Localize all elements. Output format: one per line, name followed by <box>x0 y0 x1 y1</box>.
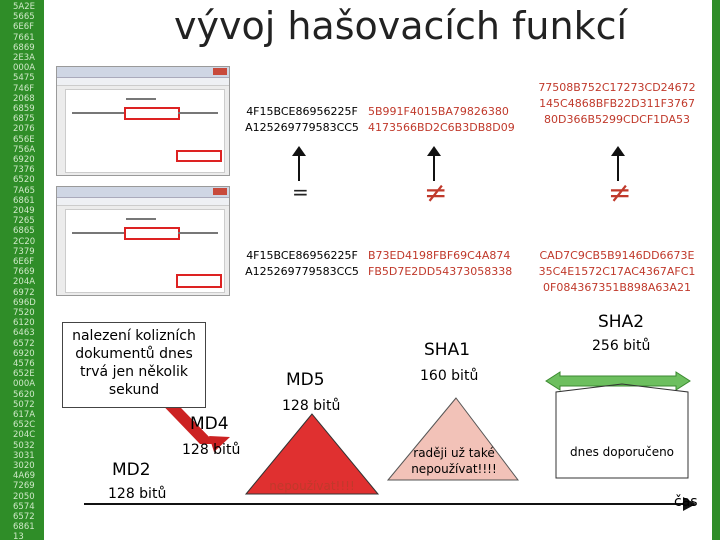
sidebar-hex-code: 6865 <box>13 226 35 237</box>
sidebar-hex-code: 652C <box>13 420 36 431</box>
arrow-up-sha2 <box>611 146 625 181</box>
md5-warning-triangle <box>244 413 380 495</box>
sidebar-hex-code: 2076 <box>13 124 35 135</box>
sidebar-hex-code: 756A <box>13 144 36 155</box>
sidebar-hex-code: 6572 <box>13 512 35 522</box>
sidebar-hex-code: 6972 <box>13 287 35 298</box>
sidebar-hex-code: 6E6F <box>13 22 35 33</box>
sidebar-hex-code: 7661 <box>13 32 35 43</box>
sidebar-hex-code: 3020 <box>13 461 35 471</box>
sidebar-hex-code: 7A65 <box>13 185 36 196</box>
sidebar-hex-code: 6520 <box>13 175 35 186</box>
sidebar-hex-code: 6861 <box>13 522 35 533</box>
sidebar-hex-code: 7520 <box>13 308 35 318</box>
sidebar-hex-code: 617A <box>13 410 36 420</box>
sidebar-hex-code: 5620 <box>13 389 35 400</box>
sidebar-hex-code: 7265 <box>13 216 35 227</box>
sidebar-hex-code: 6861 <box>13 195 35 206</box>
md5-note: nepoužívat!!!! <box>269 479 355 493</box>
sha2-callout-box <box>555 383 689 479</box>
sidebar-hex-code: 13 <box>13 532 24 542</box>
arrow-up-md5 <box>292 146 306 181</box>
right-green-bar <box>712 0 720 540</box>
sha1-label: SHA1 <box>424 340 471 360</box>
slide-title: vývoj hašovacích funkcí <box>174 4 628 48</box>
sidebar-hex-code: 7269 <box>13 481 35 492</box>
sidebar-hex-code: 6875 <box>13 114 35 125</box>
sidebar-hex-code: 6463 <box>13 328 35 339</box>
callout-pointer-head <box>209 436 230 452</box>
sidebar-hex-code: 696D <box>13 297 36 308</box>
sidebar-hex-code: 746F <box>13 83 35 94</box>
sidebar-hex-code: 6574 <box>13 501 35 512</box>
sidebar-hex-code: 5032 <box>13 440 35 451</box>
md5-label: MD5 <box>286 370 325 390</box>
sidebar-hex-code: 3031 <box>13 450 35 461</box>
sidebar-hex-code: 5475 <box>13 73 35 84</box>
sidebar-hex-code: 6859 <box>13 104 35 114</box>
sidebar-hex-code: 4A69 <box>13 471 36 482</box>
time-axis-arrow <box>84 497 696 511</box>
sidebar-hex-code: 204C <box>13 430 36 441</box>
sidebar-hex-code: 6E6F <box>13 257 35 267</box>
not-equal-sign-sha1: ≠ <box>424 176 448 209</box>
sidebar-hex-code: 2068 <box>13 93 35 104</box>
arrow-up-sha1 <box>427 146 441 181</box>
sidebar-hex-code: 6869 <box>13 42 35 53</box>
sidebar-hex-code: 204A <box>13 277 36 288</box>
document-screenshot-original <box>56 66 230 176</box>
sha2-double-arrow <box>545 371 691 391</box>
sidebar-hex-code: 000A <box>13 63 36 74</box>
sha1-warning-triangle <box>386 397 520 481</box>
sidebar-hex-code: 5072 <box>13 399 35 410</box>
sidebar-hex-code: 2C20 <box>13 236 36 247</box>
sidebar-hex-code: 2049 <box>13 206 35 216</box>
sidebar-hex-code: 652E <box>13 369 35 380</box>
md2-label: MD2 <box>112 460 151 480</box>
sha1-bits: 160 bitů <box>420 368 479 384</box>
sidebar-hex-code: 2050 <box>13 491 35 502</box>
sidebar-hex-code: 5665 <box>13 12 35 23</box>
md4-bits: 128 bitů <box>182 442 241 458</box>
sidebar-hex-code: 000A <box>13 379 36 390</box>
sidebar-hex-code: 6572 <box>13 338 35 349</box>
sidebar-hex-code: 5A2E <box>13 2 36 12</box>
md5-bits: 128 bitů <box>282 398 341 414</box>
sha1-note: raději už také nepoužívat!!!! <box>411 446 497 476</box>
sidebar-hex-code: 6920 <box>13 155 35 165</box>
time-axis-label: čas <box>674 494 698 510</box>
sha2-bits: 256 bitů <box>592 338 651 354</box>
sidebar-hex-code: 7669 <box>13 267 35 278</box>
sidebar-hex-code: 6120 <box>13 318 35 329</box>
md2-bits: 128 bitů <box>108 486 167 502</box>
sha2-label: SHA2 <box>598 312 645 332</box>
sha2-note: dnes doporučeno <box>569 445 675 459</box>
sidebar-hex-code: 2E3A <box>13 53 36 63</box>
collision-callout: nalezení kolizních dokumentů dnes trvá j… <box>62 322 206 408</box>
sidebar-hex-code: 7376 <box>13 165 35 176</box>
sidebar-hex-code: 656E <box>13 134 35 145</box>
md4-label: MD4 <box>190 414 229 434</box>
sidebar-hex-code: 7379 <box>13 246 35 257</box>
sidebar-hex-code: 6920 <box>13 348 35 359</box>
sidebar-hex-code: 4576 <box>13 359 35 369</box>
document-screenshot-modified <box>56 186 230 296</box>
equal-sign: = <box>292 180 309 204</box>
not-equal-sign-sha2: ≠ <box>608 176 632 209</box>
